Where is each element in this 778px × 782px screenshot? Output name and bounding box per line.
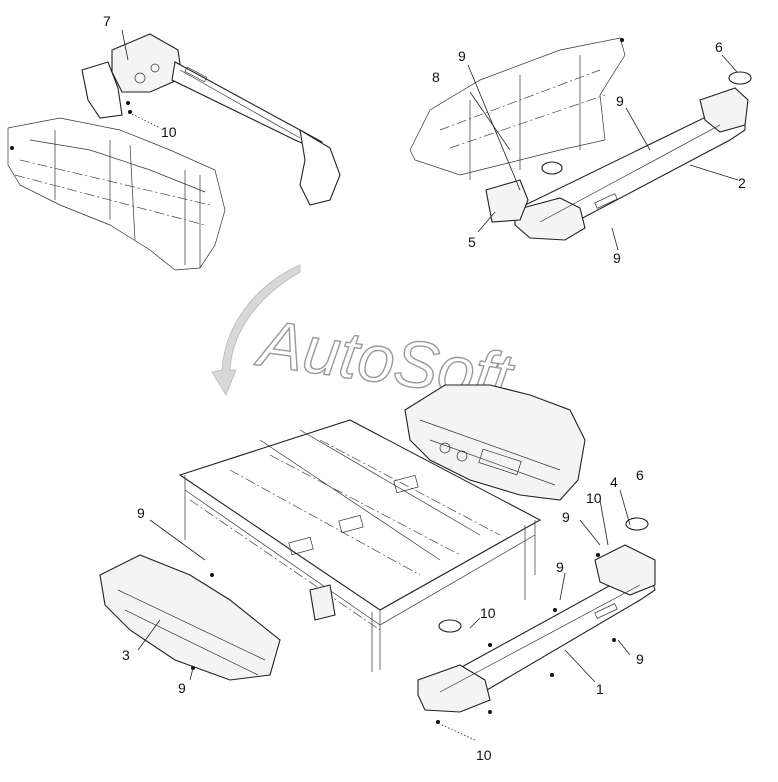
bumper-3 — [99, 554, 281, 681]
callout-10: 10 — [586, 490, 602, 506]
callout-9: 9 — [562, 509, 570, 525]
cap-6 — [728, 71, 752, 85]
callout-labels: 7 10 9 8 6 9 2 5 9 9 3 9 10 4 6 9 9 10 9… — [103, 13, 746, 763]
floor-frame — [178, 419, 542, 672]
callout-7: 7 — [103, 13, 111, 29]
callout-10: 10 — [161, 124, 177, 140]
callout-6: 6 — [715, 39, 723, 55]
top-right-view — [409, 37, 752, 251]
callout-3: 3 — [122, 647, 130, 663]
tank-assembly — [404, 384, 586, 501]
top-left-view — [7, 29, 341, 271]
callout-9: 9 — [556, 559, 564, 575]
callout-1: 1 — [596, 681, 604, 697]
frame-section-left — [7, 117, 226, 271]
view-transition-arrow — [211, 264, 301, 396]
callout-9: 9 — [458, 48, 466, 64]
callout-9: 9 — [137, 505, 145, 521]
callout-2: 2 — [738, 175, 746, 191]
bolt-icon — [126, 101, 130, 105]
callout-4: 4 — [610, 474, 618, 490]
cap — [541, 161, 563, 175]
bolt-icon — [128, 110, 132, 114]
rear-bumper-bar-2 — [514, 87, 749, 241]
callout-10: 10 — [480, 605, 496, 621]
callout-9: 9 — [616, 93, 624, 109]
cap — [438, 619, 462, 633]
rear-crossmember-assembly — [81, 33, 341, 206]
frame-section-right — [409, 37, 626, 180]
callout-6: 6 — [636, 467, 644, 483]
cap-6 — [625, 517, 649, 531]
callout-8: 8 — [432, 69, 440, 85]
callout-5: 5 — [468, 234, 476, 250]
callout-10: 10 — [476, 747, 492, 763]
callout-9: 9 — [613, 250, 621, 266]
callout-9: 9 — [178, 680, 186, 696]
main-assembly-view — [99, 384, 656, 741]
callout-9: 9 — [636, 651, 644, 667]
rear-bar-1 — [417, 544, 656, 713]
